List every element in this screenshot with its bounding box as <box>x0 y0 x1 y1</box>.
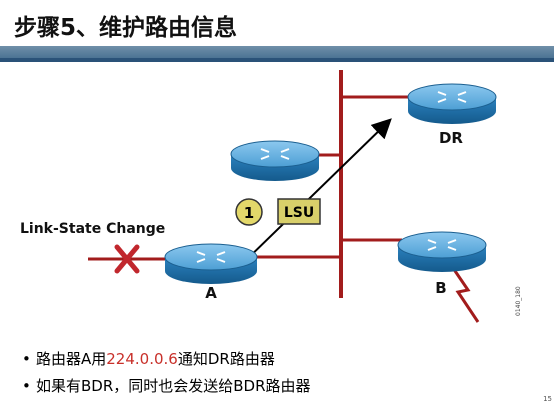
step-number: 1 <box>244 204 254 222</box>
serial-link-icon <box>451 267 480 323</box>
lsu-arrow <box>239 118 392 267</box>
router-icon <box>164 243 258 284</box>
network-links <box>88 70 480 323</box>
lsu-box <box>277 198 321 225</box>
page-title: 步骤5、维护路由信息 <box>14 15 238 41</box>
router-icon <box>407 83 497 124</box>
step-badge <box>235 198 263 226</box>
multicast-address: 224.0.0.6 <box>106 350 178 368</box>
router-a <box>164 243 258 284</box>
router-a-label: A <box>205 284 217 302</box>
router-icon <box>397 231 487 272</box>
bullet-item-2: •如果有BDR，同时也会发送给BDR路由器 <box>22 373 311 400</box>
bullet-list: •路由器A用224.0.0.6通知DR路由器 •如果有BDR，同时也会发送给BD… <box>22 346 311 400</box>
link-state-change-label: Link-State Change <box>20 221 165 237</box>
bullet-dot: • <box>22 350 31 368</box>
bullet-item-1: •路由器A用224.0.0.6通知DR路由器 <box>22 346 311 373</box>
router-icon <box>230 140 320 181</box>
router-dr <box>407 83 497 124</box>
figure-id: 0140_180 <box>515 286 522 316</box>
router-b <box>397 231 487 272</box>
router-b-label: B <box>435 279 446 297</box>
slide-page-mark: 15 <box>543 395 552 403</box>
dr-label: DR <box>439 129 463 147</box>
router-middle <box>230 140 320 181</box>
bullet-dot: • <box>22 377 31 395</box>
lsu-label: LSU <box>284 205 314 221</box>
title-divider-strip <box>0 58 554 62</box>
failure-x-icon <box>114 244 140 274</box>
